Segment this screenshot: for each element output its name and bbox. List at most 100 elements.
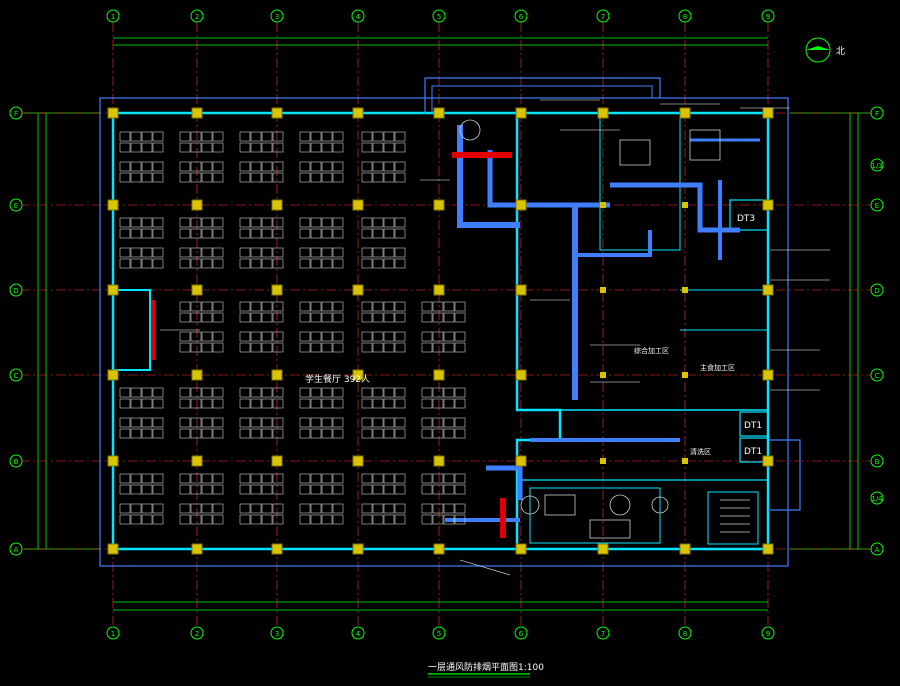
- column-marker: [352, 455, 364, 467]
- table-group: [299, 247, 344, 269]
- axis-bubble-top: 7: [596, 9, 610, 23]
- axis-bubble-label: E: [875, 202, 879, 210]
- axis-bubble-right-half: 1/3: [870, 158, 884, 172]
- axis-bubble-bottom: 1: [106, 626, 120, 640]
- axis-bubble-right: F: [870, 106, 884, 120]
- axis-bubble-bottom: 5: [432, 626, 446, 640]
- table-group: [239, 387, 284, 409]
- axis-bubble-label: B: [875, 458, 880, 466]
- column-marker: [762, 107, 774, 119]
- table-group: [361, 217, 406, 239]
- column-marker: [191, 455, 203, 467]
- column-marker: [433, 199, 445, 211]
- axis-bubble-label: A: [14, 546, 19, 554]
- column-marker: [107, 369, 119, 381]
- table-group: [421, 387, 466, 409]
- column-marker: [352, 543, 364, 555]
- column-marker: [600, 372, 606, 378]
- axis-bubble-label: F: [14, 110, 18, 118]
- table-group: [179, 247, 224, 269]
- table-group: [239, 301, 284, 323]
- axis-bubble-right: B: [870, 454, 884, 468]
- column-marker: [682, 202, 688, 208]
- axis-bubble-right: C: [870, 368, 884, 382]
- table-group: [119, 161, 164, 183]
- table-group: [239, 131, 284, 153]
- column-marker: [352, 284, 364, 296]
- axis-bubble-bottom: 2: [190, 626, 204, 640]
- room-label-kitchen: 综合加工区: [634, 346, 669, 355]
- table-group: [299, 217, 344, 239]
- axis-bubble-left: F: [9, 106, 23, 120]
- table-group: [179, 387, 224, 409]
- dining-tables: [119, 131, 466, 525]
- column-marker: [271, 199, 283, 211]
- table-group: [179, 301, 224, 323]
- column-marker: [679, 543, 691, 555]
- table-group: [421, 473, 466, 495]
- table-group: [421, 503, 466, 525]
- axis-bubble-left: E: [9, 198, 23, 212]
- table-group: [361, 131, 406, 153]
- column-marker: [679, 107, 691, 119]
- axis-bubble-right: A: [870, 542, 884, 556]
- table-group: [361, 503, 406, 525]
- axis-bubble-label: 7: [601, 13, 605, 21]
- column-marker: [191, 199, 203, 211]
- axis-bubble-bottom: 3: [270, 626, 284, 640]
- column-marker: [352, 199, 364, 211]
- axis-bubble-top: 1: [106, 9, 120, 23]
- column-marker: [271, 107, 283, 119]
- table-group: [421, 301, 466, 323]
- column-marker: [191, 107, 203, 119]
- column-marker: [597, 107, 609, 119]
- column-marker: [433, 107, 445, 119]
- table-group: [119, 247, 164, 269]
- axis-bubble-label: 1/3: [871, 162, 882, 170]
- table-group: [361, 473, 406, 495]
- column-marker: [107, 199, 119, 211]
- column-marker: [762, 369, 774, 381]
- axis-bubble-label: 4: [356, 630, 361, 638]
- column-marker: [191, 543, 203, 555]
- column-marker: [352, 107, 364, 119]
- column-marker: [682, 287, 688, 293]
- axis-bubble-label: 6: [519, 13, 524, 21]
- axis-bubble-label: A: [875, 546, 880, 554]
- table-group: [299, 161, 344, 183]
- north-label: 北: [836, 46, 845, 57]
- column-marker: [762, 199, 774, 211]
- column-marker: [600, 287, 606, 293]
- table-group: [421, 331, 466, 353]
- axis-bubble-top: 2: [190, 9, 204, 23]
- column-marker: [271, 369, 283, 381]
- axis-bubble-label: 8: [683, 630, 687, 638]
- table-group: [179, 217, 224, 239]
- table-group: [239, 503, 284, 525]
- axis-bubble-label: 2: [195, 13, 199, 21]
- axis-bubble-right: E: [870, 198, 884, 212]
- column-marker: [271, 543, 283, 555]
- column-marker: [107, 543, 119, 555]
- column-marker: [271, 455, 283, 467]
- axis-bubble-label: 5: [437, 13, 441, 21]
- axis-bubble-bottom: 6: [514, 626, 528, 640]
- axis-bubble-left: D: [9, 283, 23, 297]
- table-group: [179, 417, 224, 439]
- column-marker: [352, 369, 364, 381]
- axis-bubble-label: 3: [275, 630, 279, 638]
- column-marker: [515, 369, 527, 381]
- column-marker: [107, 284, 119, 296]
- axis-bubble-label: 3: [275, 13, 279, 21]
- column-marker: [107, 455, 119, 467]
- axis-bubble-left: B: [9, 454, 23, 468]
- drawing-title-block: 一层通风防排烟平面图1:100: [428, 661, 544, 678]
- table-group: [299, 387, 344, 409]
- axis-bubble-top: 5: [432, 9, 446, 23]
- column-marker: [600, 202, 606, 208]
- axis-bubble-label: 4: [356, 13, 361, 21]
- table-group: [239, 417, 284, 439]
- axis-bubble-label: C: [14, 372, 19, 380]
- column-marker: [762, 455, 774, 467]
- column-marker: [515, 455, 527, 467]
